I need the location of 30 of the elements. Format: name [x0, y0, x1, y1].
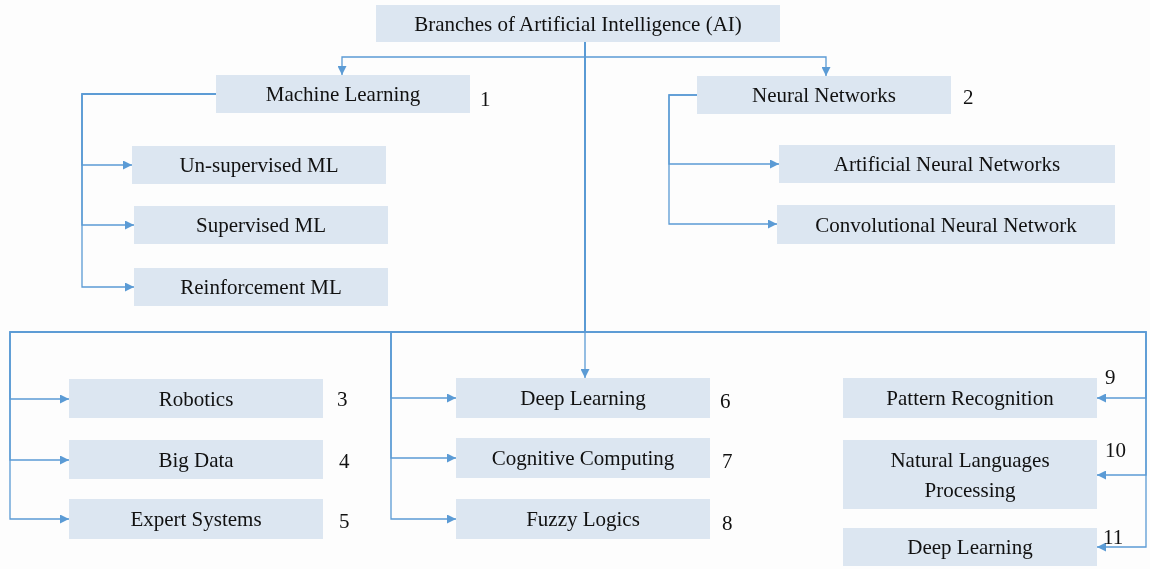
branch-box: Big Data: [69, 440, 323, 479]
connector-arrow: [81, 93, 217, 292]
number-label: 10: [1105, 437, 1126, 463]
number-label: 2: [963, 84, 974, 110]
branch-box: Pattern Recognition: [843, 378, 1097, 418]
root-box: Branches of Artificial Intelligence (AI): [376, 5, 780, 42]
number-label: 6: [720, 388, 731, 414]
branch-box: Deep Learning: [456, 378, 710, 418]
branch-box: Deep Learning: [843, 528, 1097, 566]
number-label: 9: [1105, 364, 1116, 390]
number-label: 5: [339, 508, 350, 534]
branch-box: Natural Languages Processing: [843, 440, 1097, 509]
branch-box: Artificial Neural Networks: [779, 145, 1115, 183]
connector-arrow: [668, 94, 778, 229]
number-label: 3: [337, 386, 348, 412]
number-label: 7: [722, 448, 733, 474]
number-label: 1: [480, 86, 491, 112]
branch-box: Fuzzy Logics: [456, 499, 710, 539]
number-label: 11: [1103, 524, 1124, 550]
number-label: 8: [722, 510, 733, 536]
branch-box: Convolutional Neural Network: [777, 205, 1115, 244]
branch-box: Supervised ML: [134, 206, 388, 244]
branch-box: Un-supervised ML: [132, 146, 386, 184]
branch-box: Expert Systems: [69, 499, 323, 539]
number-label: 4: [339, 448, 350, 474]
branch-box: Reinforcement ML: [134, 268, 388, 306]
branch-box: Neural Networks: [697, 76, 951, 114]
branch-box: Cognitive Computing: [456, 438, 710, 478]
branch-box: Robotics: [69, 379, 323, 418]
branch-box: Machine Learning: [216, 75, 470, 113]
